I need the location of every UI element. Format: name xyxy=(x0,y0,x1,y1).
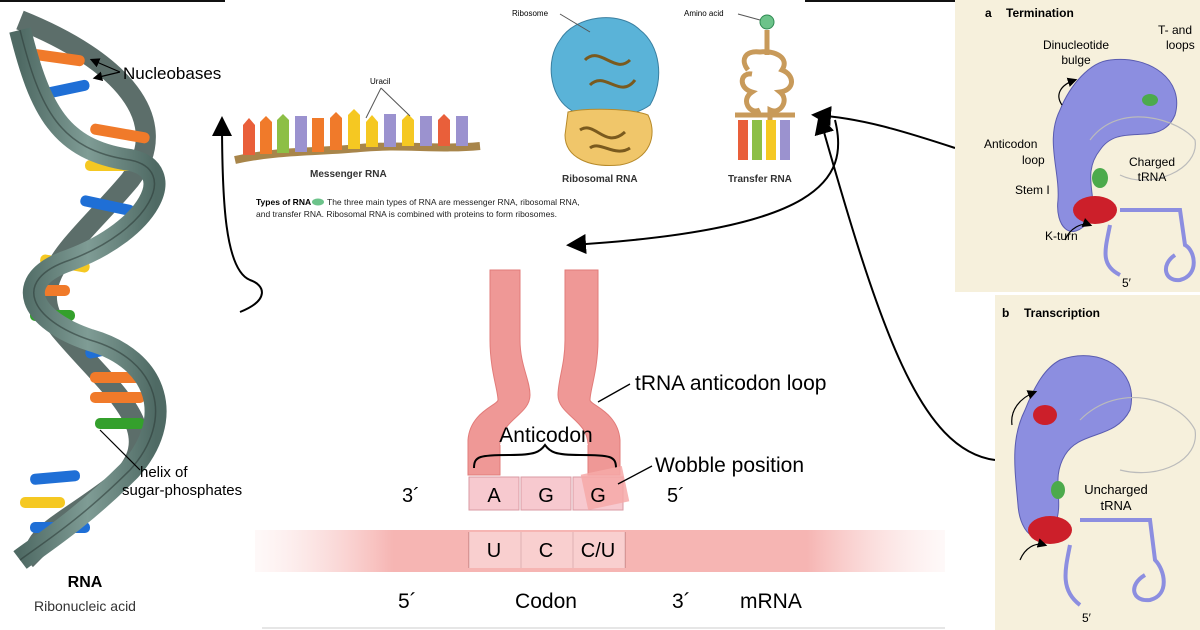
kturn-label: K-turn xyxy=(1045,229,1078,243)
anticodon-loop-label-line2: loop xyxy=(1022,153,1045,167)
transcription-heading: Transcription xyxy=(1024,306,1100,320)
mrna-5prime: 5´ xyxy=(398,590,417,613)
rna-helix-panel: Nucleobases helix of sugar-phosphates RN… xyxy=(0,0,242,614)
codon-anticodon-panel: Anticodon tRNA anticodon loop A G G 3´ 5… xyxy=(255,269,945,629)
types-caption-line1: The three main types of RNA are messenge… xyxy=(327,197,580,207)
amino-acid-label: Amino acid xyxy=(684,9,724,18)
rrna-label: Ribosomal RNA xyxy=(562,174,638,185)
anticodon-base-2: G xyxy=(538,485,554,507)
codon-base-3: C/U xyxy=(581,540,615,562)
codon-boxes xyxy=(468,532,626,568)
charged-trna-label-line2: tRNA xyxy=(1138,170,1167,184)
termination-panel: a Termination Dinucleotide bulge T- and … xyxy=(955,0,1200,292)
anticodon-5prime: 5´ xyxy=(667,485,685,507)
codon-label: Codon xyxy=(515,590,577,613)
trna-anticodon-loop-label: tRNA anticodon loop xyxy=(635,372,826,395)
trna-label: Transfer RNA xyxy=(728,174,792,185)
ribosome-label: Ribosome xyxy=(512,9,549,18)
dinucleotide-label-line2: bulge xyxy=(1061,53,1091,67)
connector-arrows xyxy=(212,106,996,461)
ribosome-illustration xyxy=(550,17,660,167)
codon-base-1: U xyxy=(487,540,501,562)
types-caption-title: Types of RNA xyxy=(256,197,311,207)
types-caption-line2: and transfer RNA. Ribosomal RNA is combi… xyxy=(256,209,557,219)
t-loops-label-line1: T- and xyxy=(1158,23,1192,37)
charged-trna-label-line1: Charged xyxy=(1129,155,1175,169)
termination-letter: a xyxy=(985,6,992,20)
trna-stem xyxy=(467,269,531,476)
rna-title: RNA xyxy=(68,574,103,591)
anticodon-base-1: A xyxy=(487,485,501,507)
backbone-label-line1: helix of xyxy=(140,464,188,481)
dinucleotide-label-line1: Dinucleotide xyxy=(1043,38,1109,52)
mrna-label-bottom: mRNA xyxy=(740,590,802,613)
rna-subtitle: Ribonucleic acid xyxy=(34,598,136,614)
transcription-panel: b Transcription Uncharged tRNA 5′ xyxy=(995,295,1200,630)
anticodon-base-3: G xyxy=(590,485,606,507)
codon-base-2: C xyxy=(539,540,553,562)
uncharged-trna-label-line1: Uncharged xyxy=(1084,482,1148,497)
anticodon-label: Anticodon xyxy=(499,424,592,447)
anticodon-loop-label: Anticodon xyxy=(984,137,1037,151)
stem-label: Stem I xyxy=(1015,183,1050,197)
uracil-label: Uracil xyxy=(370,77,391,86)
mrna-label: Messenger RNA xyxy=(310,169,387,180)
wobble-position-label: Wobble position xyxy=(655,454,804,477)
mrna-bases xyxy=(243,109,468,155)
trna-illustration xyxy=(735,14,795,160)
termination-5prime: 5′ xyxy=(1122,276,1132,290)
t-loops-label-line2: loops xyxy=(1166,38,1195,52)
transcription-5prime: 5′ xyxy=(1082,611,1092,625)
backbone-label-line2: sugar-phosphates xyxy=(122,482,242,499)
anticodon-boxes xyxy=(468,466,630,511)
uncharged-trna-label-line2: tRNA xyxy=(1100,498,1131,513)
anticodon-3prime: 3´ xyxy=(402,485,420,507)
anticodon-brace xyxy=(473,443,617,469)
termination-heading: Termination xyxy=(1006,6,1074,20)
nucleobases-label: Nucleobases xyxy=(123,64,221,83)
types-of-rna-panel: Uracil Messenger RNA Ribosome Ribosomal … xyxy=(234,0,955,219)
mrna-3prime: 3´ xyxy=(672,590,691,613)
transcription-letter: b xyxy=(1002,306,1009,320)
